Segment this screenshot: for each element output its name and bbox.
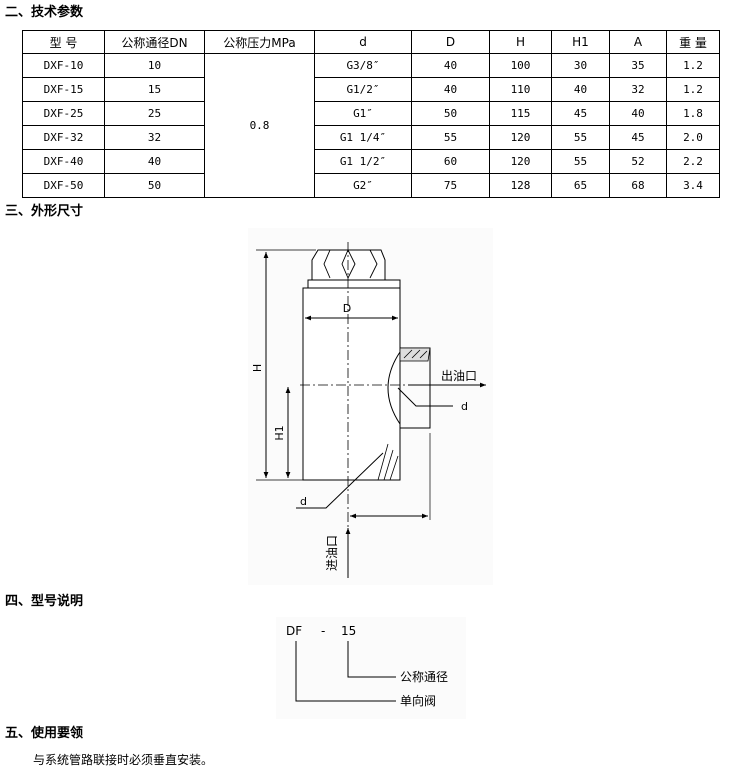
outlet-d-leader (397, 387, 453, 407)
header-A: A (609, 30, 667, 54)
section-heading-model: 四、型号说明 (5, 594, 84, 609)
spec-table: 型 号 公称通径DN 公称压力MPa d D H H1 A 重 量 DXF-10… (22, 30, 720, 198)
cell-A: 45 (609, 125, 667, 150)
header-d: d (314, 30, 412, 54)
label-H: H (251, 364, 264, 372)
table-row: DXF-32 32 G1 1/4″ 55 120 55 45 2.0 (22, 125, 720, 150)
cell-H1: 45 (551, 101, 610, 126)
label-H1: H1 (273, 425, 286, 440)
cell-H: 100 (489, 53, 552, 78)
size-label: 公称通径 (400, 670, 448, 684)
section-heading-dimensions: 三、外形尺寸 (5, 204, 84, 219)
cell-model: DXF-25 (22, 101, 105, 126)
cell-d: G1″ (314, 101, 412, 126)
cell-d: G1 1/4″ (314, 125, 412, 150)
label-D: D (343, 302, 351, 315)
header-H1: H1 (551, 30, 610, 54)
cell-H: 128 (489, 173, 552, 198)
header-dn: 公称通径DN (104, 30, 205, 54)
cell-dn: 15 (104, 77, 205, 102)
valve-body (302, 287, 401, 481)
cell-A: 32 (609, 77, 667, 102)
usage-note: 与系统管路联接时必须垂直安装。 (33, 753, 214, 767)
cell-A: 40 (609, 101, 667, 126)
header-D: D (411, 30, 490, 54)
section-heading-usage: 五、使用要领 (5, 726, 84, 741)
header-pressure: 公称压力MPa (204, 30, 315, 54)
inlet-d-leader (296, 452, 384, 509)
cell-H1: 30 (551, 53, 610, 78)
cell-dn: 40 (104, 149, 205, 174)
table-row: DXF-10 10 0.8 G3/8″ 40 100 30 35 1.2 (22, 53, 720, 198)
cell-model: DXF-10 (22, 53, 105, 78)
cell-dn: 25 (104, 101, 205, 126)
label-d-inlet: d (300, 495, 307, 508)
cell-dn: 50 (104, 173, 205, 198)
cell-H: 120 (489, 125, 552, 150)
table-row: DXF-50 50 G2″ 75 128 65 68 3.4 (22, 173, 720, 198)
cell-A: 68 (609, 173, 667, 198)
cell-dn: 10 (104, 53, 205, 78)
cell-D: 55 (411, 125, 490, 150)
cell-d: G2″ (314, 173, 412, 198)
cell-H1: 55 (551, 149, 610, 174)
hex-nut (311, 249, 386, 281)
cell-pressure: 0.8 (204, 53, 315, 198)
table-row: DXF-40 40 G1 1/2″ 60 120 55 52 2.2 (22, 149, 720, 174)
cell-d: G1/2″ (314, 77, 412, 102)
header-model: 型 号 (22, 30, 105, 54)
cell-weight: 3.4 (666, 173, 720, 198)
model-code-diagram: DF - 15 公称通径 单向阀 (276, 617, 466, 719)
size-leader-line (347, 641, 396, 678)
section-heading-spec: 二、技术参数 (5, 5, 84, 20)
cell-d: G1 1/2″ (314, 149, 412, 174)
type-leader-line (295, 641, 396, 702)
table-row: DXF-15 15 G1/2″ 40 110 40 32 1.2 (22, 77, 720, 102)
cell-model: DXF-40 (22, 149, 105, 174)
cell-H: 115 (489, 101, 552, 126)
valve-dimension-drawing: D H H1 d d 出油口 进油口 (248, 228, 493, 585)
cell-D: 40 (411, 77, 490, 102)
cell-D: 60 (411, 149, 490, 174)
cell-D: 75 (411, 173, 490, 198)
cell-model: DXF-32 (22, 125, 105, 150)
type-label: 单向阀 (400, 693, 436, 708)
table-row: DXF-25 25 G1″ 50 115 45 40 1.8 (22, 101, 720, 126)
cell-weight: 1.2 (666, 77, 720, 102)
label-outlet: 出油口 (441, 369, 477, 383)
cell-model: DXF-15 (22, 77, 105, 102)
header-H: H (489, 30, 552, 54)
cell-weight: 1.2 (666, 53, 720, 78)
model-prefix: DF (286, 624, 302, 638)
cell-H1: 55 (551, 125, 610, 150)
cell-weight: 2.0 (666, 125, 720, 150)
cell-dn: 32 (104, 125, 205, 150)
cell-D: 40 (411, 53, 490, 78)
cell-A: 52 (609, 149, 667, 174)
header-weight: 重 量 (666, 30, 720, 54)
cell-H: 120 (489, 149, 552, 174)
cell-model: DXF-50 (22, 173, 105, 198)
cell-A: 35 (609, 53, 667, 78)
label-inlet: 进油口 (325, 535, 339, 571)
cell-H1: 65 (551, 173, 610, 198)
label-d-outlet: d (461, 400, 468, 413)
model-dash: - (321, 624, 325, 638)
cell-weight: 1.8 (666, 101, 720, 126)
cell-H: 110 (489, 77, 552, 102)
cell-H1: 40 (551, 77, 610, 102)
model-size: 15 (341, 624, 356, 638)
cell-weight: 2.2 (666, 149, 720, 174)
cell-D: 50 (411, 101, 490, 126)
cell-d: G3/8″ (314, 53, 412, 78)
table-header-row: 型 号 公称通径DN 公称压力MPa d D H H1 A 重 量 (22, 30, 720, 54)
